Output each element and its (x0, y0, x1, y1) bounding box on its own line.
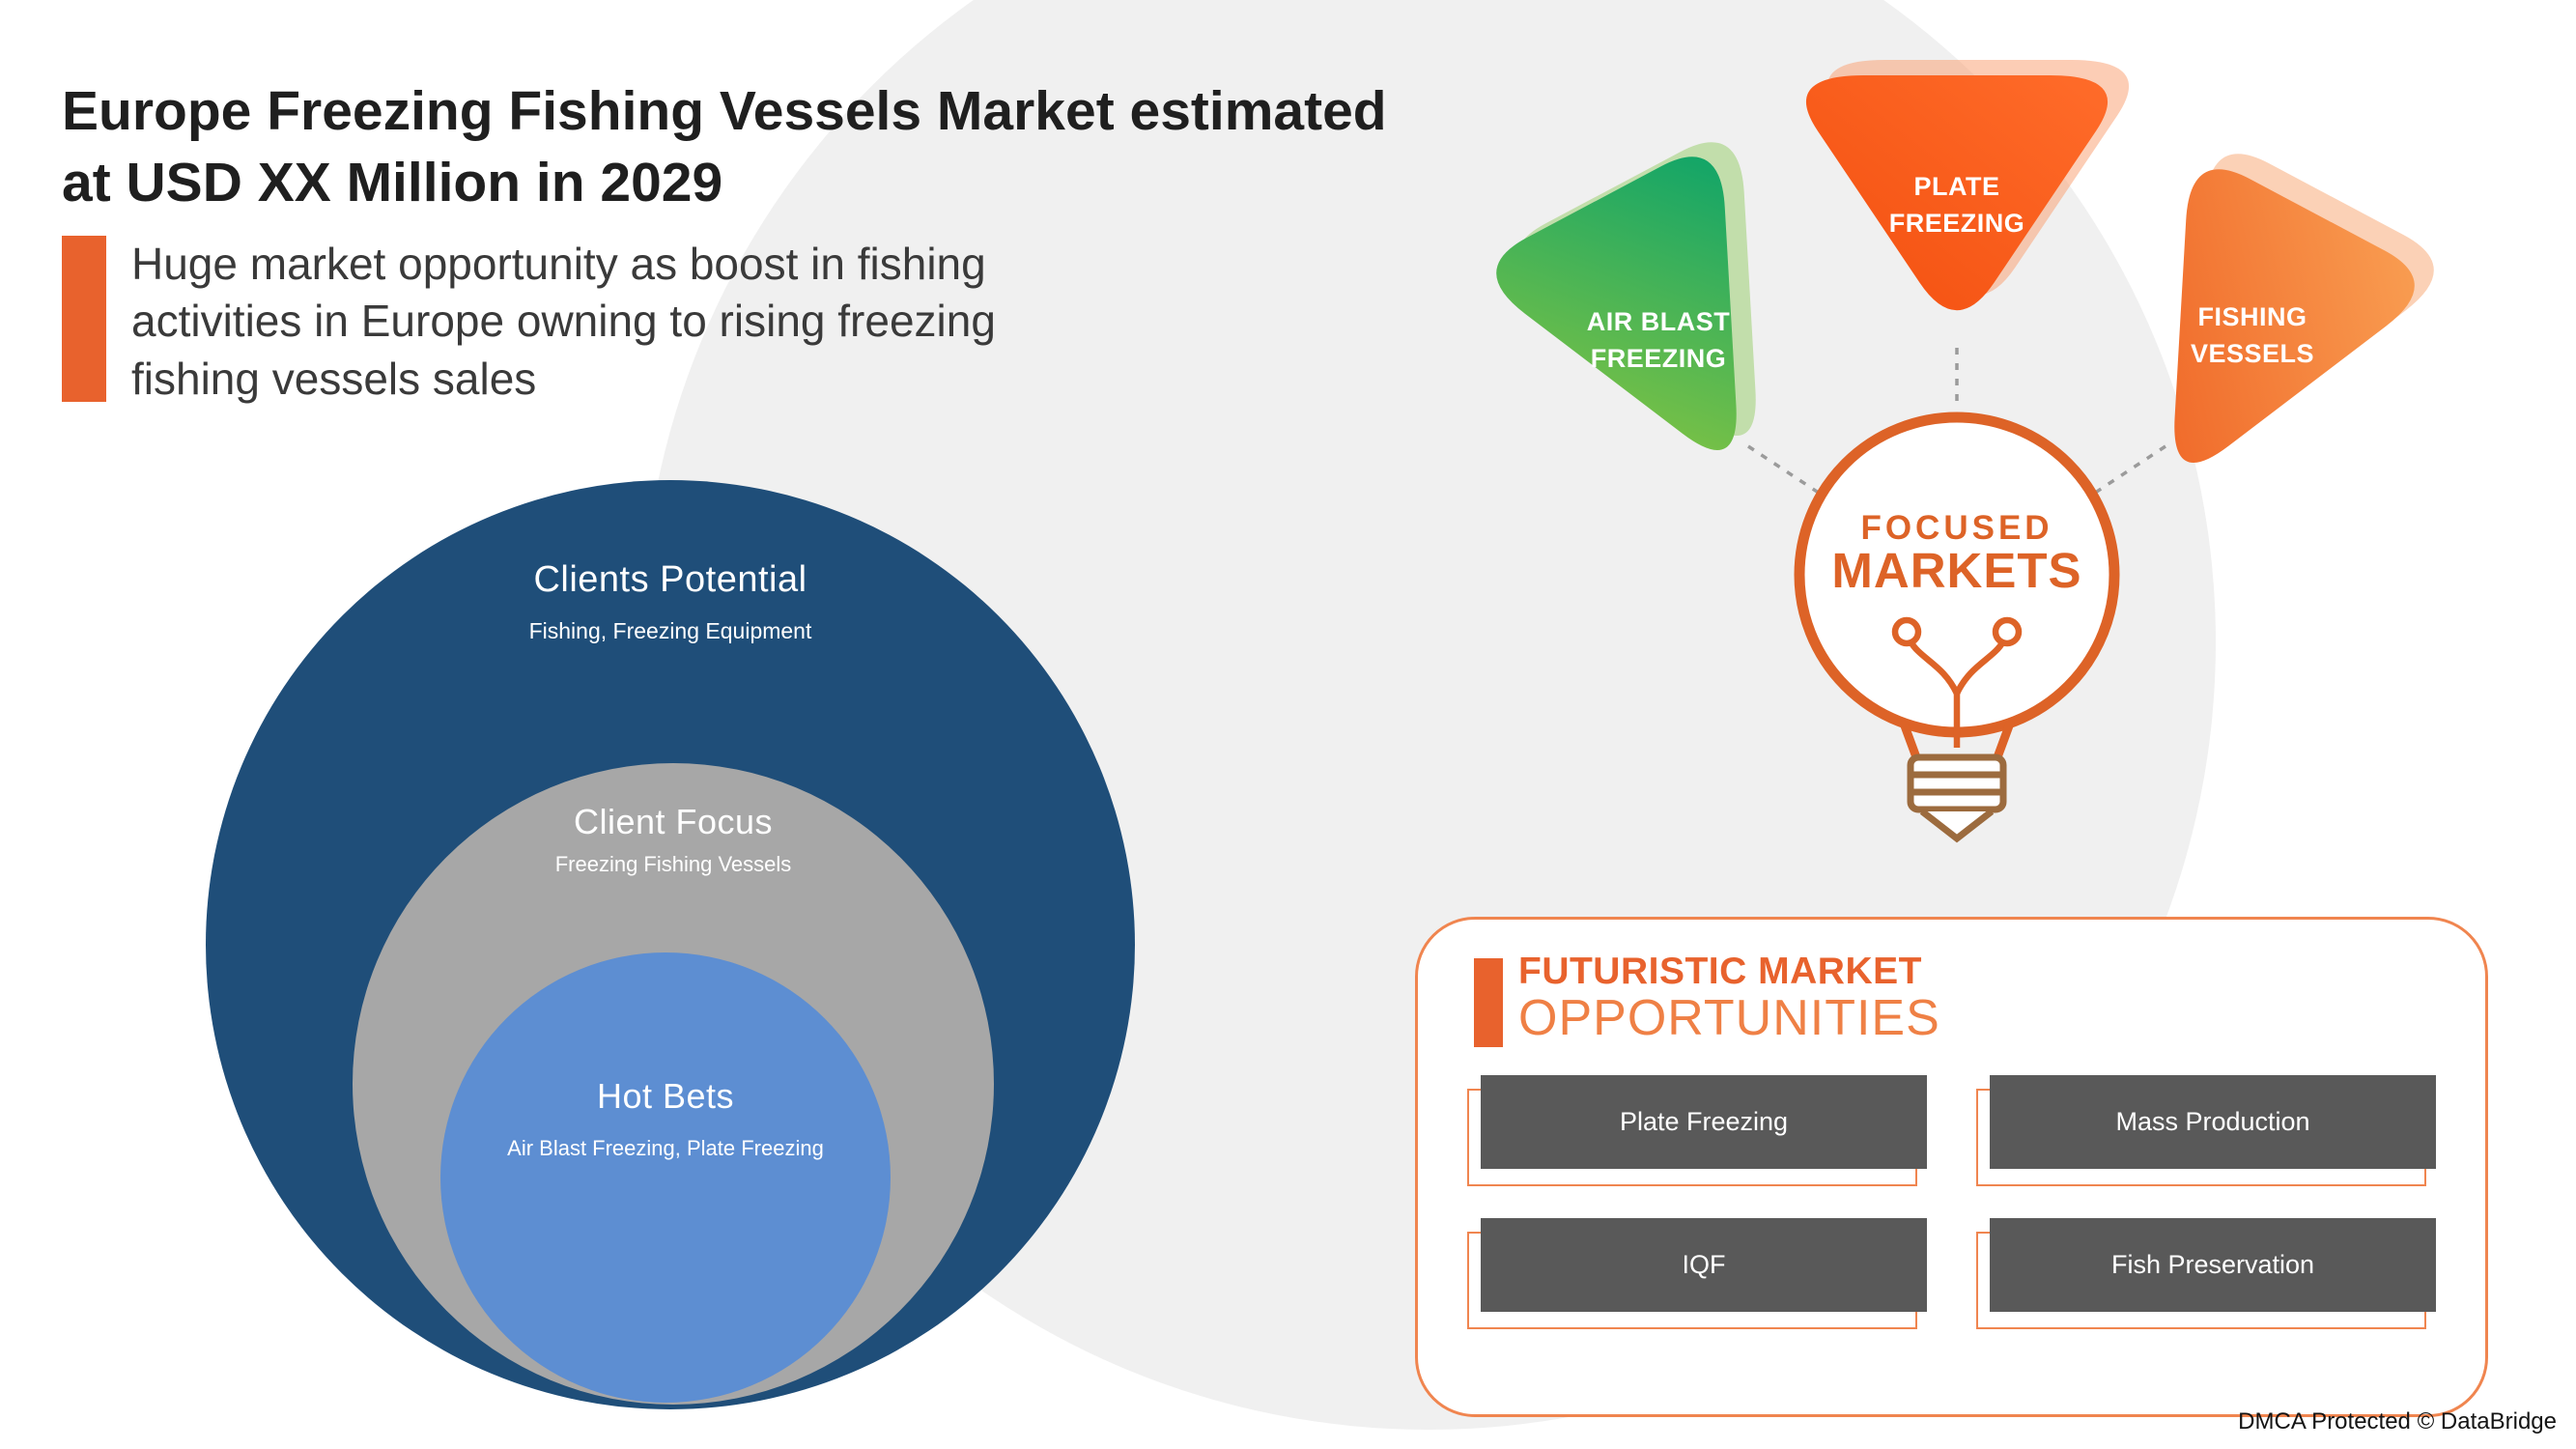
subtitle-line3: fishing vessels sales (131, 353, 537, 404)
lightbulb-base (1907, 753, 2007, 843)
venn-inner-subtitle: Air Blast Freezing, Plate Freezing (507, 1136, 824, 1160)
opportunities-heading-line1: FUTURISTIC MARKET (1518, 951, 1922, 992)
opportunities-accent-bar (1474, 958, 1503, 1047)
lightbulb-icon (1794, 412, 2120, 843)
page-title-line1: Europe Freezing Fishing Vessels Market e… (62, 80, 1387, 142)
venn-outer-subtitle: Fishing, Freezing Equipment (528, 618, 812, 643)
plate-freezing-label-line1: PLATE (1914, 172, 2000, 201)
subtitle-line1: Huge market opportunity as boost in fish… (131, 239, 986, 289)
fishing-vessels-label-line2: VESSELS (2191, 339, 2314, 368)
connector-right (2074, 444, 2166, 508)
opportunity-item-mass-production: Mass Production (1976, 1075, 2436, 1186)
page-title: Europe Freezing Fishing Vessels Market e… (62, 75, 1511, 218)
opportunities-heading: FUTURISTIC MARKET OPPORTUNITIES (1518, 952, 1940, 1045)
venn-inner-title: Hot Bets (596, 1076, 735, 1116)
lightbulb-filament (1891, 616, 2023, 748)
plate-freezing-label-line2: FREEZING (1889, 209, 2025, 238)
lightbulb-neck (1898, 719, 2016, 759)
opportunity-item-iqf: IQF (1467, 1218, 1927, 1329)
air-blast-label-line1: AIR BLAST (1587, 307, 1731, 336)
venn-outer-title: Clients Potential (533, 559, 807, 600)
hub-label-line2: MARKETS (1831, 543, 2081, 598)
hub-label-line1: FOCUSED (1860, 509, 2052, 547)
subtitle-text: Huge market opportunity as boost in fish… (131, 236, 996, 408)
connector-lines (1747, 348, 2166, 508)
fishing-vessels-label-line1: FISHING (2197, 302, 2307, 331)
subtitle-block: Huge market opportunity as boost in fish… (62, 236, 996, 408)
venn-middle-subtitle: Freezing Fishing Vessels (554, 852, 792, 876)
opportunities-grid: Plate Freezing Mass Production IQF Fish … (1467, 1075, 2436, 1329)
opportunity-item-plate-freezing: Plate Freezing (1467, 1075, 1927, 1186)
venn-middle-title: Client Focus (573, 802, 774, 841)
accent-bar (62, 236, 106, 402)
dmca-notice: DMCA Protected © DataBridge (2238, 1408, 2557, 1435)
opportunities-panel: FUTURISTIC MARKET OPPORTUNITIES Plate Fr… (1415, 917, 2488, 1417)
page-title-line2: at USD XX Million in 2029 (62, 152, 723, 214)
opportunities-heading-line2: OPPORTUNITIES (1518, 989, 1940, 1046)
focused-markets-diagram: AIR BLAST FREEZING PLATE FREEZING FISHIN… (1485, 60, 2446, 843)
air-blast-label-line2: FREEZING (1591, 344, 1727, 373)
fishing-vessels-petal (2078, 156, 2426, 519)
venn-inner-circle: Hot Bets Air Blast Freezing, Plate Freez… (440, 952, 891, 1403)
opportunity-item-fish-preservation: Fish Preservation (1976, 1218, 2436, 1329)
subtitle-line2: activities in Europe owning to rising fr… (131, 296, 996, 347)
connector-left (1747, 444, 1840, 508)
